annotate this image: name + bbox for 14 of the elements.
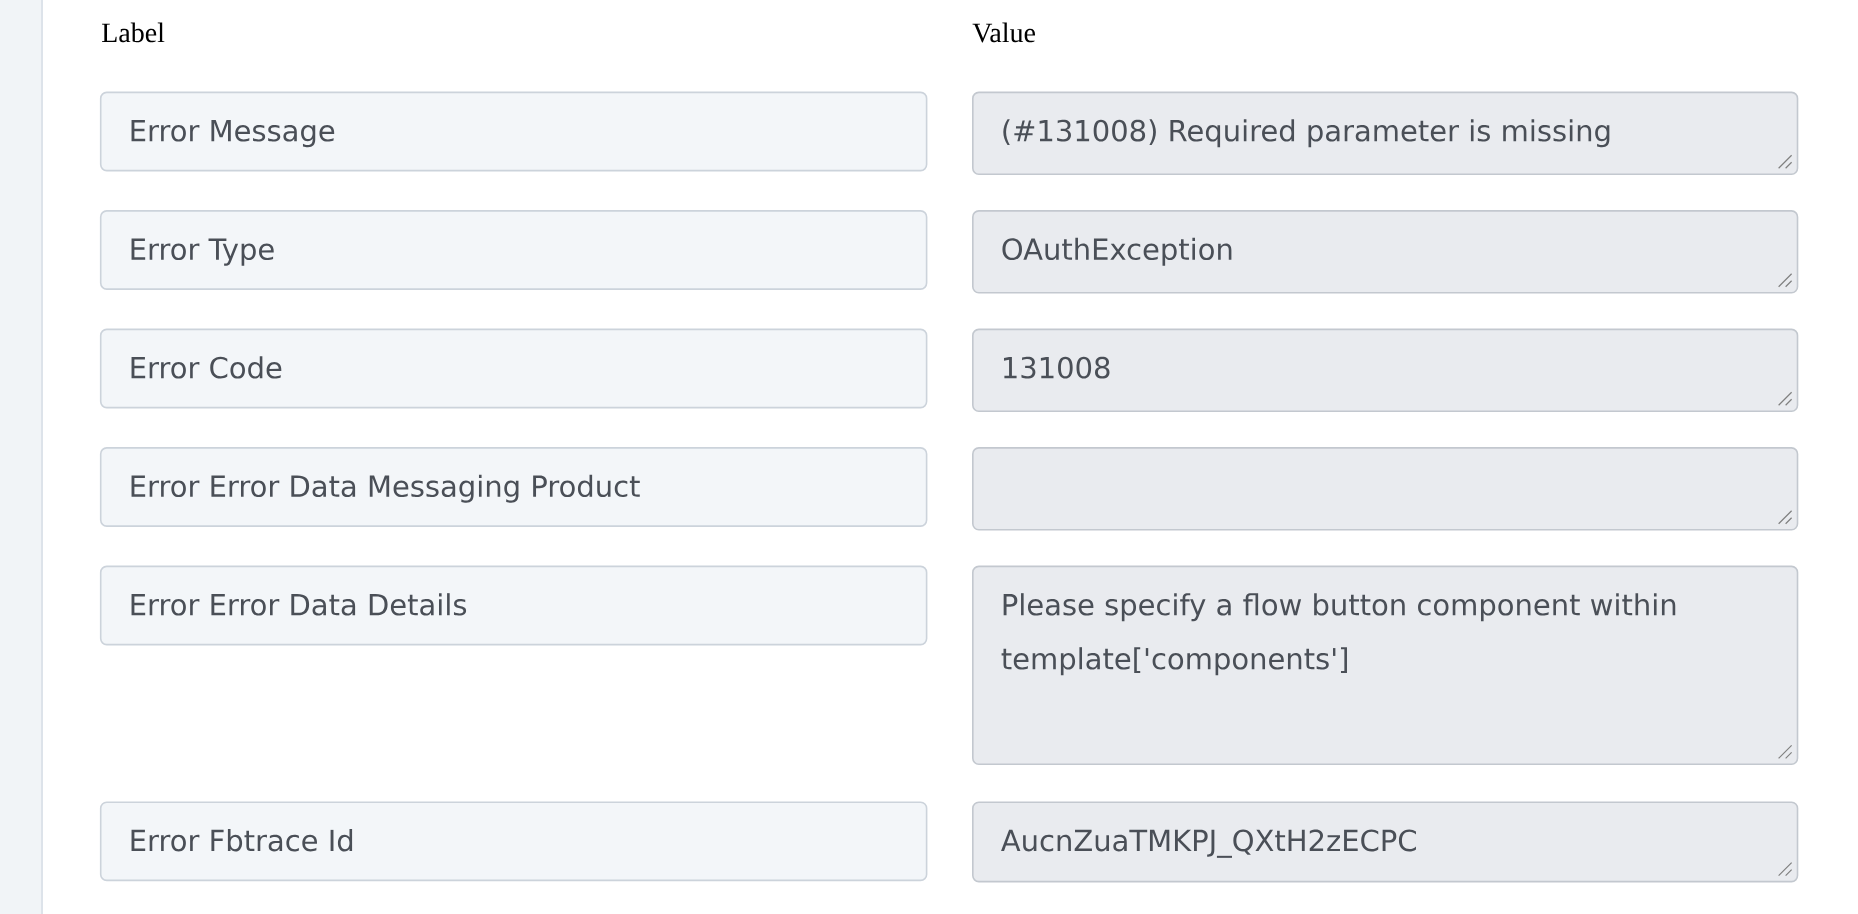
value-field: (#131008) Required parameter is missing — [972, 91, 1799, 175]
label-field: Error Code — [99, 328, 928, 409]
column-header: Label — [102, 22, 165, 43]
value-field — [972, 447, 1799, 531]
label-field: Error Fbtrace Id — [99, 801, 928, 882]
value-field: 131008 — [972, 328, 1799, 412]
label-field: Error Error Data Details — [99, 565, 928, 646]
label-field: Error Message — [99, 91, 928, 172]
value-field: Please specify a flow button component within template['components'] — [972, 565, 1799, 766]
value-field: OAuthException — [972, 210, 1799, 294]
value-field: AucnZuaTMKPJ_QXtH2zECPC — [972, 801, 1799, 883]
label-field: Error Type — [99, 210, 928, 290]
label-field: Error Error Data Messaging Product — [99, 447, 928, 527]
column-header: Value — [972, 22, 1035, 43]
